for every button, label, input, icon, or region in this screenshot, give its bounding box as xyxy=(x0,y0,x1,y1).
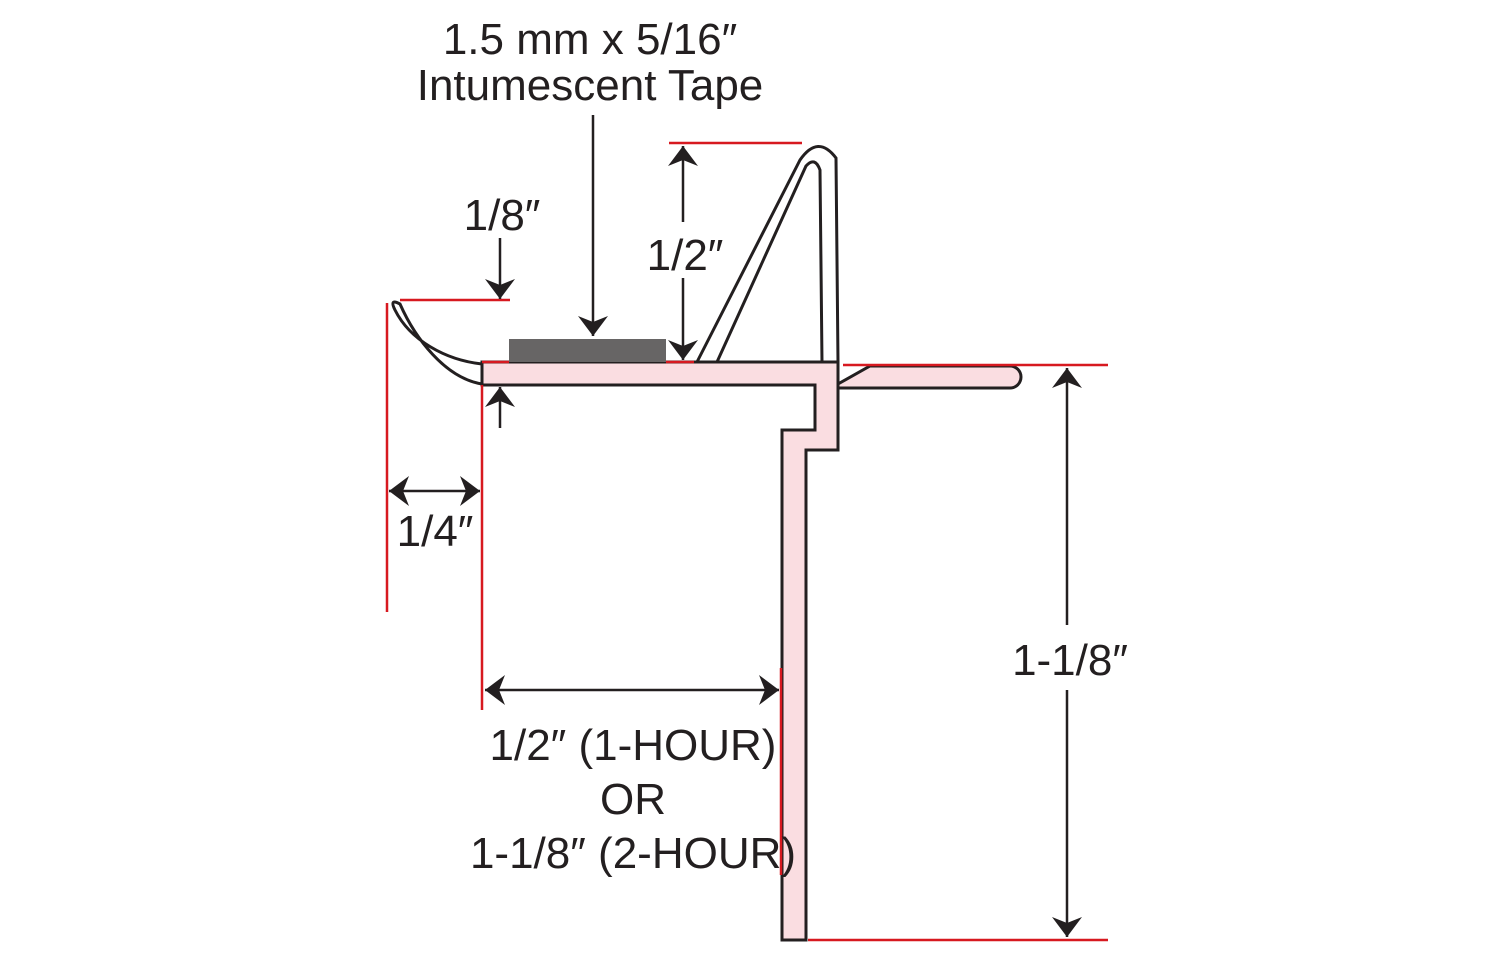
frame-profile xyxy=(480,360,840,942)
depth-label-line3: 1-1/8″ (2-HOUR) xyxy=(470,829,796,878)
intumescent-tape xyxy=(509,339,666,362)
tape-label-line1: 1.5 mm x 5/16″ xyxy=(443,15,737,64)
depth-label-line2: OR xyxy=(600,775,666,824)
total-height-label: 1-1/8″ xyxy=(1012,636,1128,685)
dimension-arrows xyxy=(389,115,1082,937)
depth-label-line1: 1/2″ (1-HOUR) xyxy=(490,721,777,770)
side-blade xyxy=(836,364,1023,390)
lip-height-label: 1/8″ xyxy=(464,191,541,240)
fin-height-label: 1/2″ xyxy=(647,231,724,280)
tape-label-line2: Intumescent Tape xyxy=(417,61,764,110)
curved-lip xyxy=(391,300,484,386)
seal-profile xyxy=(391,145,1023,942)
lip-width-label: 1/4″ xyxy=(397,507,474,556)
reference-lines xyxy=(385,141,1108,942)
